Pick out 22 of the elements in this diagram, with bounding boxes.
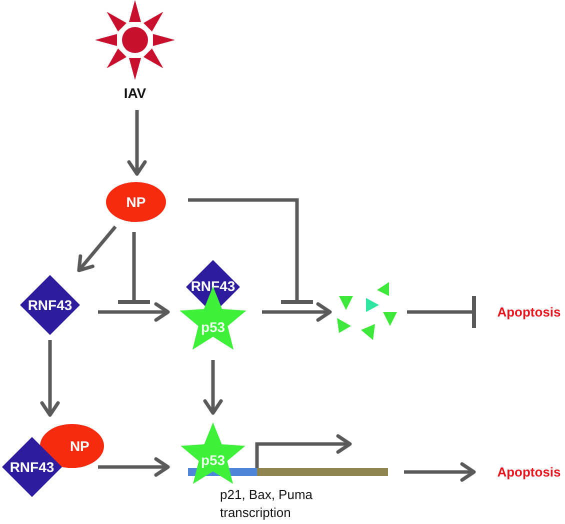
arrow	[203, 360, 223, 415]
inhibition-line	[407, 294, 476, 330]
protein-label: RNF43	[28, 297, 72, 313]
virus-label: IAV	[124, 85, 146, 101]
arrow	[262, 302, 332, 322]
arrow	[77, 225, 117, 272]
arrow	[98, 302, 170, 322]
outcome-label: Apoptosis	[497, 304, 561, 320]
arrow	[98, 457, 170, 477]
arrow	[404, 462, 476, 482]
protein-label: p53	[200, 319, 226, 335]
inhibition-line	[188, 198, 315, 304]
protein-label: NP	[126, 194, 146, 210]
gene-caption: p21, Bax, Puma transcription	[220, 486, 314, 522]
arrow	[127, 110, 147, 176]
arrow	[40, 340, 60, 417]
protein-label: RNF43	[190, 278, 236, 294]
inhibition-line	[116, 232, 152, 304]
protein-label: p53	[200, 452, 226, 468]
protein-label: NP	[70, 438, 90, 454]
protein-label: RNF43	[10, 459, 54, 475]
outcome-label: Apoptosis	[497, 464, 561, 480]
